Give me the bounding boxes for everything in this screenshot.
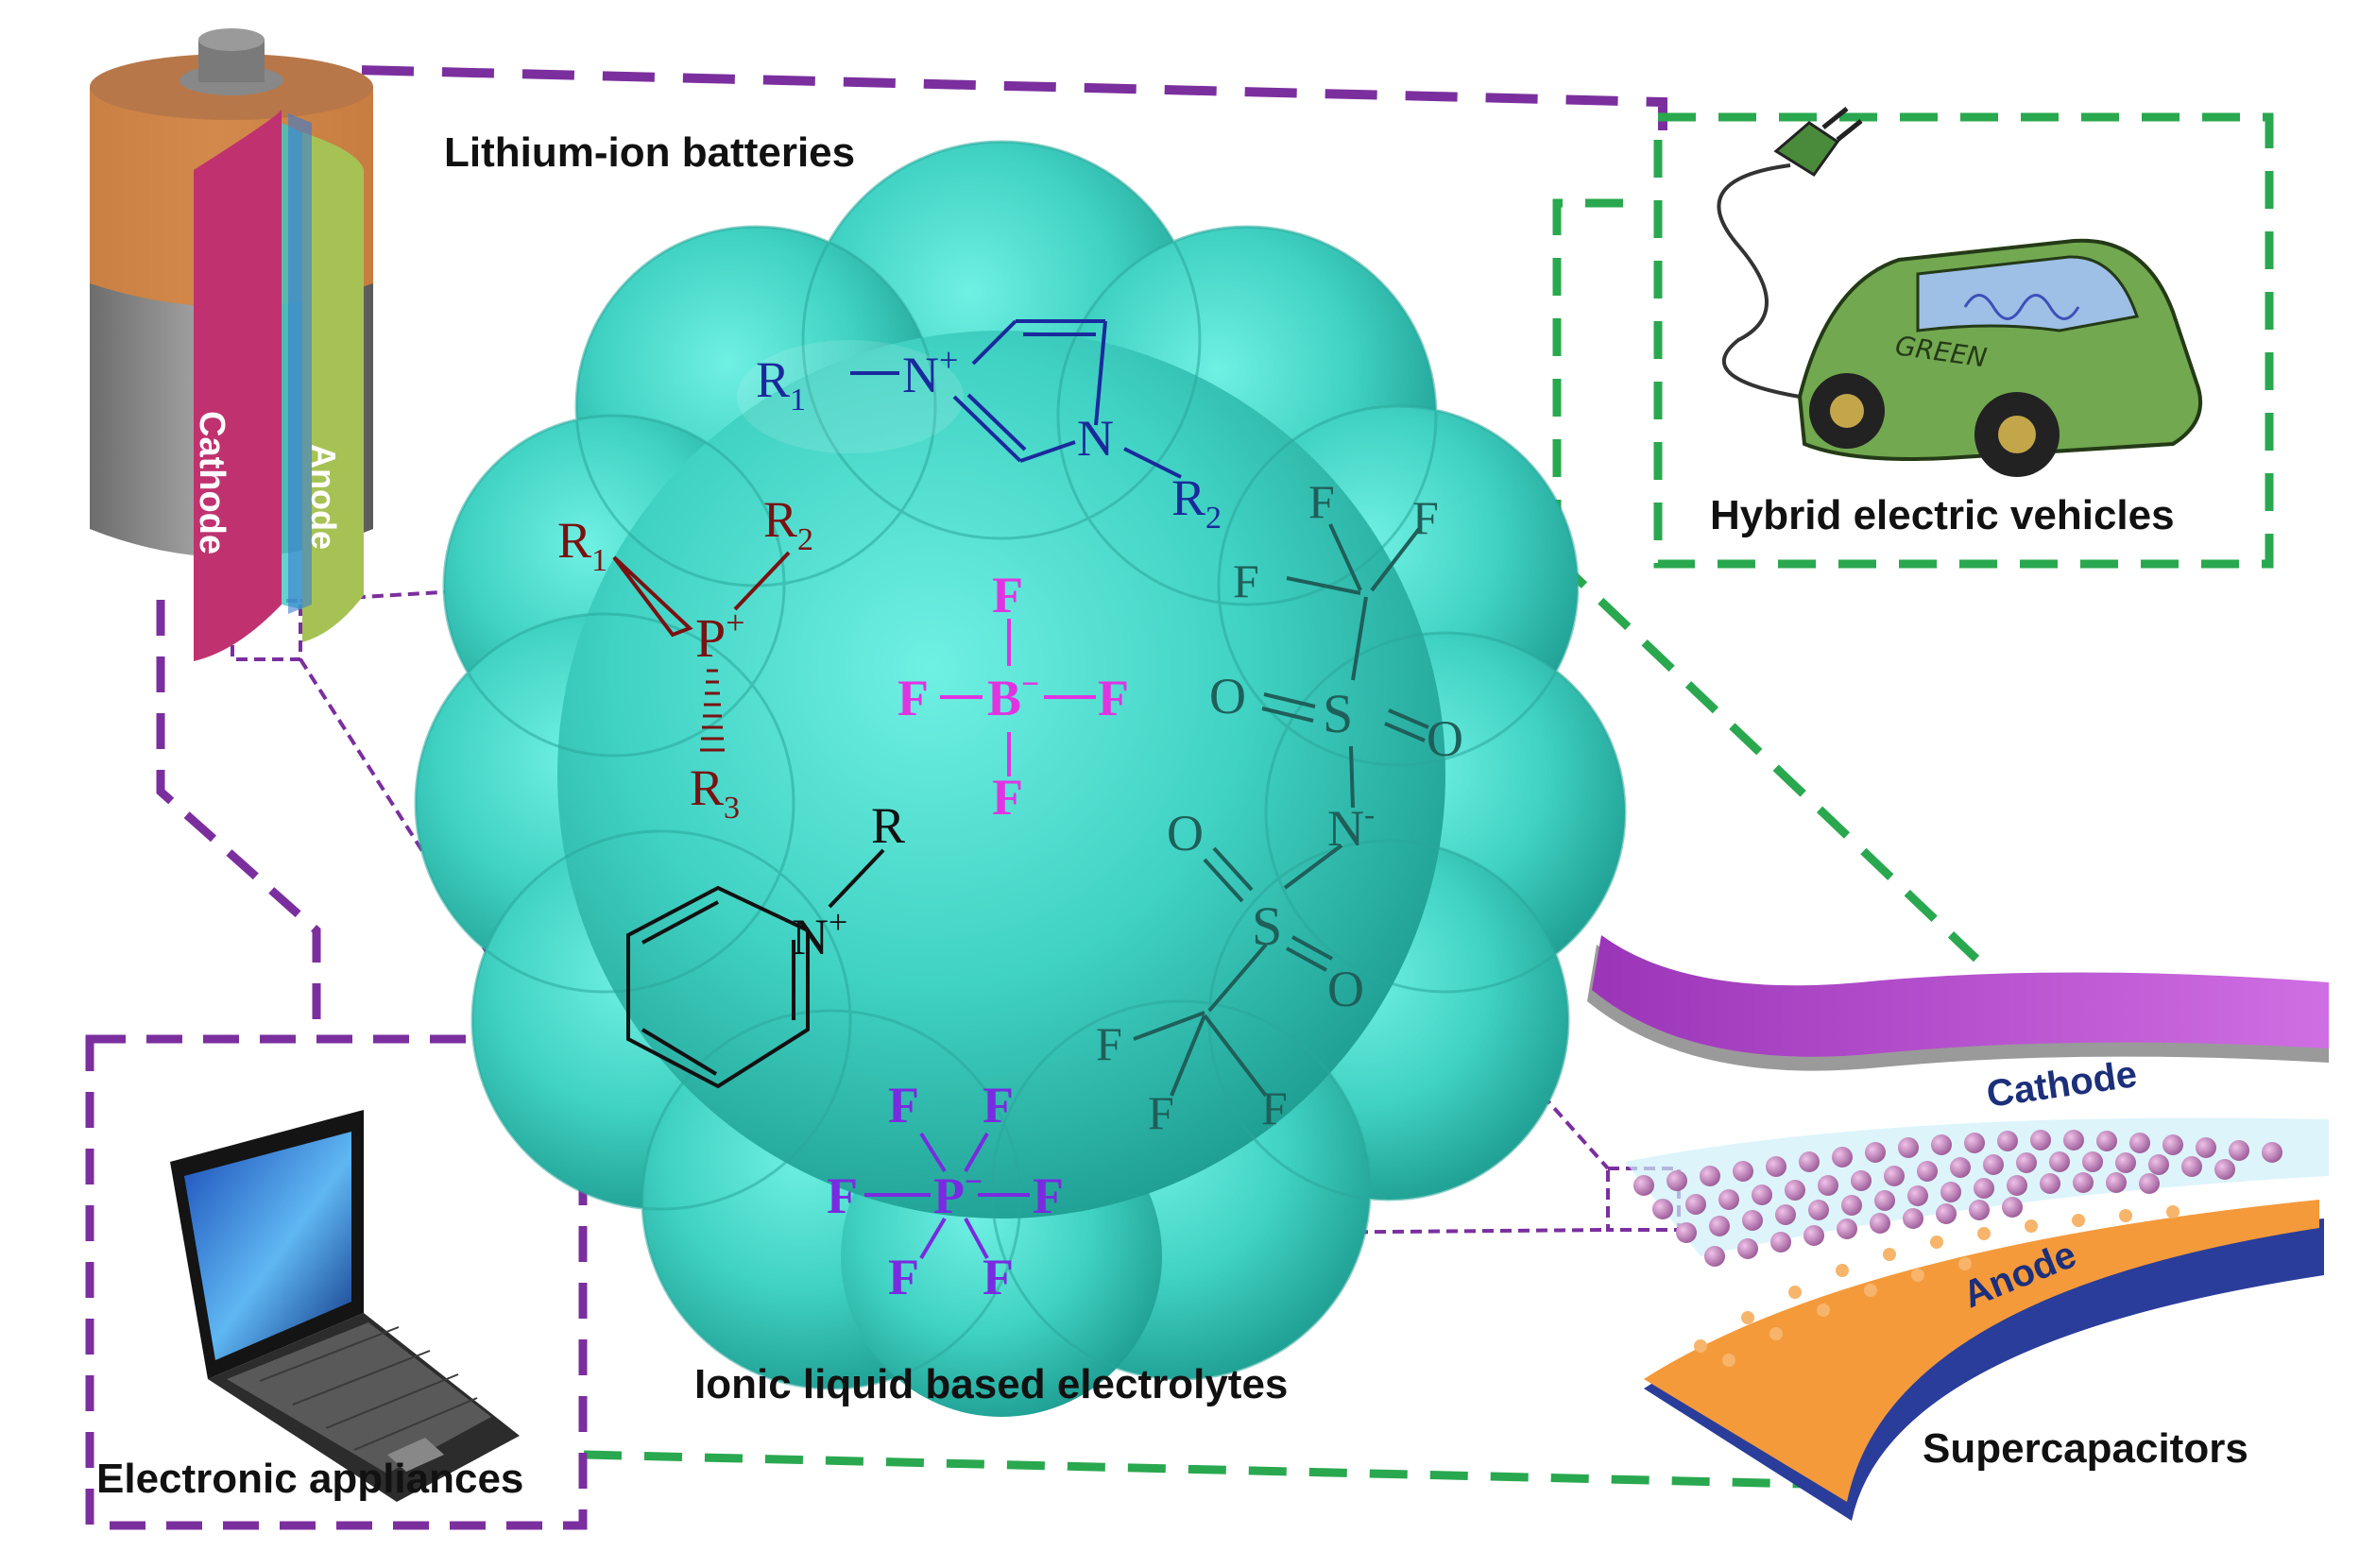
plug-icon xyxy=(1773,107,1863,178)
purple-dash-battery-down xyxy=(156,600,321,1037)
ionic-liquid-cluster xyxy=(414,140,1627,1417)
appliances-dashed-frame xyxy=(85,1034,588,1530)
pf6-p: P− xyxy=(933,1165,983,1224)
tfsi-f5: F xyxy=(1148,1086,1174,1139)
supercapacitor-illustration: Cathode Anode xyxy=(1587,935,2329,1521)
purple-dash-battery-to-hev xyxy=(281,63,1667,130)
bf4-b: B− xyxy=(987,667,1039,726)
supercap-zoom-box xyxy=(1606,1167,1681,1232)
green-dash-hev-to-supercap xyxy=(1553,555,1980,963)
lithium-ion-battery-illustration: Cathode Anode xyxy=(90,28,373,661)
phos-r2: R2 xyxy=(763,491,813,557)
bf4-f-right: F xyxy=(1098,670,1129,726)
phos-r3: R3 xyxy=(690,759,740,826)
pf6-f-br: F xyxy=(983,1249,1014,1305)
battery-anode-label: Anode xyxy=(304,444,343,550)
hev-dashed-frame xyxy=(1653,112,2274,569)
connector-lines xyxy=(85,63,2274,1530)
phos-r1: R1 xyxy=(557,512,607,578)
tfsi-f3: F xyxy=(1233,554,1259,607)
laptop-illustration xyxy=(170,1110,520,1502)
tfsi-f4: F xyxy=(1096,1017,1122,1070)
phosphonium-cation: R1 R2 P+ R3 xyxy=(557,491,813,826)
tfsi-o1: O xyxy=(1209,668,1246,724)
tfsi-n: N- xyxy=(1327,797,1375,857)
green-dash-bottom xyxy=(583,1450,1845,1490)
phos-p: P+ xyxy=(695,604,745,669)
tfsi-o3: O xyxy=(1167,805,1204,861)
imid-n-plus: N+ xyxy=(902,341,958,403)
tfsi-f2: F xyxy=(1412,491,1439,544)
pyr-r: R xyxy=(871,797,905,854)
imid-r1: R1 xyxy=(756,351,806,418)
bf4-f-left: F xyxy=(897,670,929,726)
tfsi-o4: O xyxy=(1327,961,1364,1017)
pf6-f-bl: F xyxy=(888,1249,919,1305)
imid-r2: R2 xyxy=(1171,469,1222,536)
tfsi-o2: O xyxy=(1427,710,1463,767)
lithium-ion-batteries-label: Lithium-ion batteries xyxy=(444,129,855,176)
pf6-f-tr: F xyxy=(983,1077,1014,1133)
ionic-liquid-electrolytes-label: Ionic liquid based electrolytes xyxy=(694,1361,1288,1407)
bf4-f-bottom: F xyxy=(992,769,1023,826)
hybrid-electric-vehicles-label: Hybrid electric vehicles xyxy=(1710,492,2175,538)
pf6-f-tl: F xyxy=(888,1077,919,1133)
battery-cathode-label: Cathode xyxy=(192,411,231,554)
pyr-n-plus: N+ xyxy=(792,903,847,965)
green-dash-hev-left xyxy=(1552,198,1623,559)
hexafluorophosphate-anion: F F F P− F F F xyxy=(827,1077,1064,1305)
tfsi-anion: F F F O S O N- O S O F F F xyxy=(1096,475,1463,1139)
battery-cathode-strip xyxy=(194,109,282,661)
tfsi-s2: S xyxy=(1252,895,1282,957)
pyridinium-cation: R N+ xyxy=(626,797,905,1089)
bf4-f-top: F xyxy=(992,567,1023,623)
supercap-cathode-label: Cathode xyxy=(1984,1053,2140,1116)
imidazolium-cation: R1 N+ N R2 xyxy=(756,319,1222,536)
tfsi-f1: F xyxy=(1308,475,1335,528)
pf6-f-right: F xyxy=(1033,1167,1064,1224)
tfsi-s1: S xyxy=(1323,683,1353,744)
electronic-appliances-label: Electronic appliances xyxy=(96,1456,523,1502)
imid-n: N xyxy=(1077,410,1114,467)
pf6-f-left: F xyxy=(827,1167,858,1224)
electric-car-illustration: GREEN xyxy=(1717,107,2203,477)
battery-anode-strip xyxy=(302,132,364,642)
tetrafluoroborate-anion: F F B− F F xyxy=(897,567,1129,826)
supercapacitors-label: Supercapacitors xyxy=(1923,1425,2248,1472)
electrolyte-ions xyxy=(1633,1130,2282,1267)
tfsi-f6: F xyxy=(1261,1082,1288,1134)
